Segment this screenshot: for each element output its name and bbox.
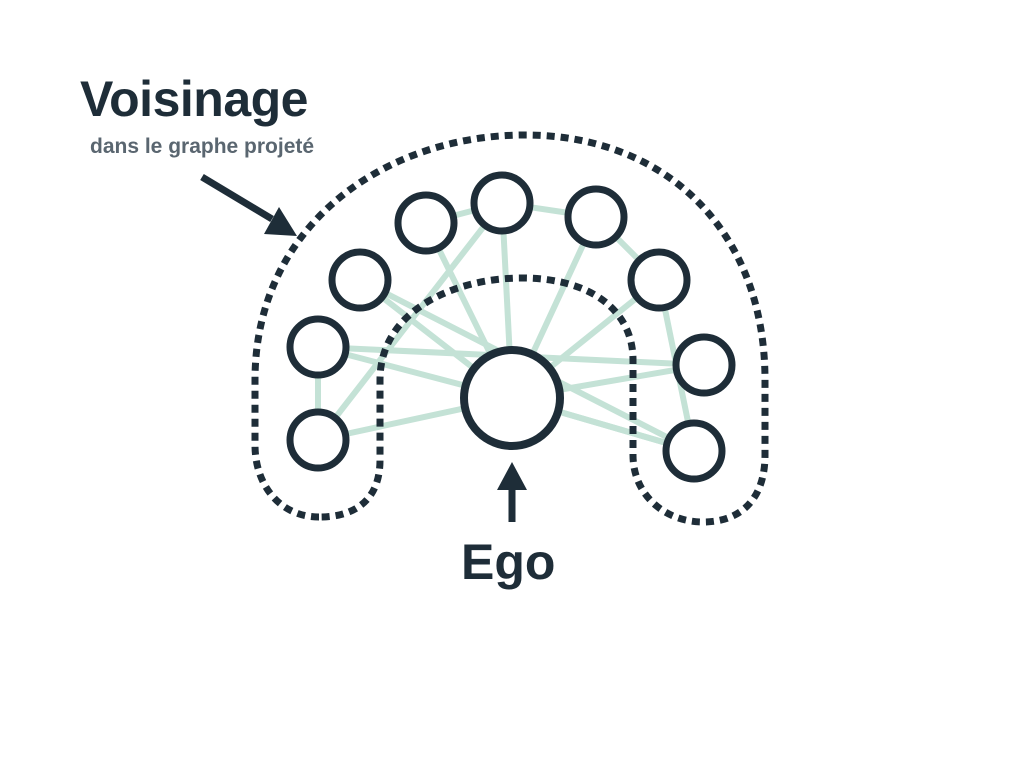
edge-n1-n5 — [315, 200, 505, 443]
ego-node — [460, 346, 564, 450]
title-arrow-shaft — [200, 173, 274, 223]
neighbor-node-n4 — [394, 191, 458, 255]
neighbor-node-n5 — [470, 171, 534, 235]
title-arrow-head — [264, 207, 297, 236]
ego-arrow-head — [497, 462, 527, 490]
neighbor-node-n9 — [662, 419, 726, 483]
diagram-subtitle: dans le graphe projeté — [90, 135, 315, 158]
neighbor-node-n1 — [286, 408, 350, 472]
nodes-layer — [286, 171, 736, 483]
neighbor-node-n8 — [672, 333, 736, 397]
neighbor-node-n7 — [627, 248, 691, 312]
neighbor-node-n3 — [328, 248, 392, 312]
diagram-title: Voisinage — [80, 71, 308, 127]
neighborhood-boundary — [251, 131, 769, 526]
ego-label: Ego — [461, 534, 556, 590]
neighbor-node-n6 — [564, 185, 628, 249]
neighbor-node-n2 — [286, 315, 350, 379]
arrows-layer — [200, 173, 527, 522]
